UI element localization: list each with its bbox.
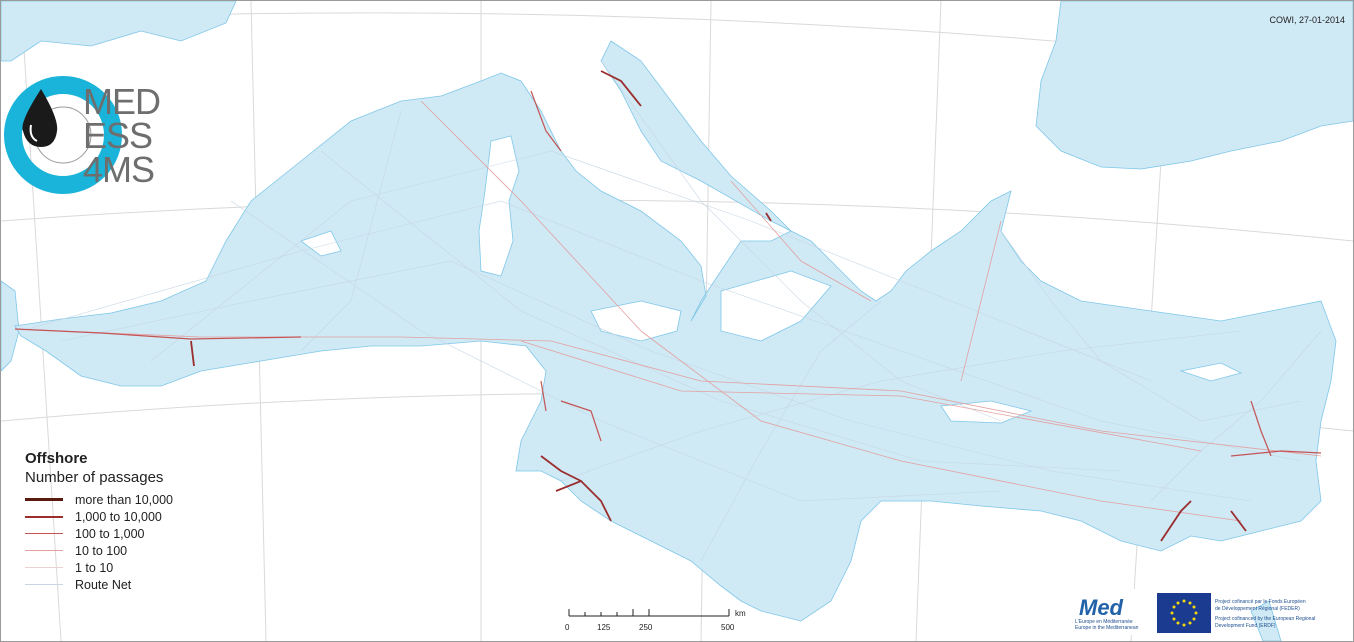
map-credit: COWI, 27-01-2014 [1269, 15, 1345, 25]
eu-text-fr-1: Project cofinancé par le Fonds Européen [1215, 599, 1306, 605]
scalebar-graphic [568, 609, 730, 617]
eu-flag-icon [1157, 593, 1211, 633]
legend-item-more-than-10000: more than 10,000 [25, 491, 245, 508]
scalebar: 0 125 250 500 km [565, 605, 757, 639]
route-net [20, 60, 1322, 562]
mallorca [300, 230, 342, 257]
legend-swatch [25, 567, 63, 568]
legend-swatch [25, 550, 63, 551]
scale-tick-250: 250 [639, 623, 653, 632]
islands [300, 135, 1243, 424]
med-logo-line-2: Europe in the Mediterranean [1075, 625, 1139, 631]
logo-line-3: 4MS [83, 149, 155, 190]
medess-logo: MED ESS 4MS [11, 75, 191, 195]
routes-thick [190, 70, 1247, 542]
logo-line-2: ESS [83, 115, 153, 156]
legend-item-route-net: Route Net [25, 576, 245, 593]
eu-text-en-1: Project cofinanced by the European Regio… [1215, 616, 1316, 622]
med-logo-word: Med [1079, 595, 1123, 620]
legend-label: 10 to 100 [75, 543, 128, 558]
legend-item-1-to-10: 1 to 10 [25, 559, 245, 576]
legend-label: more than 10,000 [75, 492, 173, 507]
cyprus [1179, 362, 1243, 382]
med-logo-line-1: L'Europe en Méditerranée [1075, 619, 1133, 625]
legend: Offshore Number of passages more than 10… [25, 450, 245, 593]
legend-label: 1,000 to 10,000 [75, 509, 162, 524]
legend-swatch [25, 498, 63, 501]
sicily [590, 300, 682, 342]
medess-logo-graphic [4, 76, 122, 194]
routes-light [14, 100, 1322, 522]
legend-subtitle: Number of passages [25, 469, 164, 486]
legend-swatch [25, 515, 63, 518]
scale-tick-500: 500 [721, 623, 735, 632]
legend-label: 100 to 1,000 [75, 526, 145, 541]
routes-medium [14, 90, 1322, 457]
eu-text-fr-2: de Développement Régional (FEDER) [1215, 606, 1300, 612]
italy-south [720, 270, 832, 342]
legend-swatch [25, 584, 63, 585]
scale-unit: km [735, 609, 746, 618]
legend-label: Route Net [75, 577, 132, 592]
scale-tick-125: 125 [597, 623, 611, 632]
legend-item-1000-to-10000: 1,000 to 10,000 [25, 508, 245, 525]
legend-item-100-to-1000: 100 to 1,000 [25, 525, 245, 542]
legend-swatch [25, 533, 63, 534]
legend-item-10-to-100: 10 to 100 [25, 542, 245, 559]
funding-logos: Med L'Europe en Méditerranée Europe in t… [1071, 589, 1341, 637]
scale-tick-0: 0 [565, 623, 570, 632]
legend-label: 1 to 10 [75, 560, 114, 575]
legend-title: Offshore [25, 450, 88, 467]
logo-line-1: MED [83, 81, 161, 122]
eu-stars-icon [1170, 599, 1198, 627]
eu-text-en-2: Development Fund (ERDF) [1215, 623, 1276, 629]
corsica-sardinia [478, 135, 520, 277]
med-programme-logo: Med L'Europe en Méditerranée Europe in t… [1071, 589, 1151, 635]
